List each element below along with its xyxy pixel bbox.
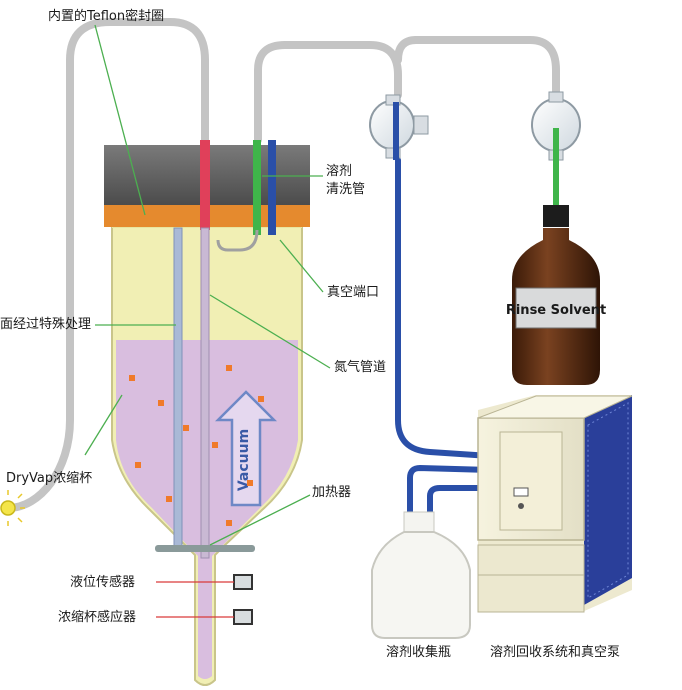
label-cup-sensor: 浓缩杯感应器 [58, 610, 137, 625]
level-sensor-box [233, 574, 253, 590]
label-vacuum-port: 真空端口 [327, 285, 380, 300]
inner-tubes [155, 140, 276, 559]
vacuum-text: Vacuum [236, 429, 252, 491]
label-level-sensor: 液位传感器 [70, 575, 136, 590]
recovery-system-unit [477, 395, 633, 613]
label-rinse-tube-line1: 溶剂 [326, 164, 353, 179]
blue-tubing [395, 157, 493, 523]
gray-tubing [4, 18, 560, 512]
label-collection-bottle: 溶剂收集瓶 [386, 645, 452, 660]
nitrogen-line [200, 227, 210, 559]
particles [129, 365, 264, 526]
label-nitrogen-line: 氮气管道 [334, 360, 387, 375]
vacuum-port-tube [268, 140, 276, 235]
rinse-solvent-bottle: Rinse Solvent [506, 205, 606, 385]
nitrogen-line-top [200, 140, 210, 230]
heater-plate [155, 545, 255, 552]
left-valve [369, 94, 429, 160]
label-recovery-system: 溶剂回收系统和真空泵 [490, 645, 621, 660]
bottle-label: Rinse Solvent [506, 303, 606, 318]
label-heater: 加热器 [312, 485, 352, 500]
collection-bottle [371, 511, 471, 639]
rinse-tube [253, 140, 261, 235]
right-valve [531, 91, 581, 208]
cup-sensor-box [233, 609, 253, 625]
vacuum-arrow: Vacuum [214, 390, 278, 507]
bulb-icon [0, 490, 25, 526]
label-dryvap-cup: DryVap浓缩杯 [6, 471, 93, 486]
sensors [233, 574, 253, 625]
label-surface-treated: 面经过特殊处理 [0, 317, 92, 332]
label-rinse-tube-line2: 清洗管 [326, 182, 366, 197]
surface-treated-tube [173, 227, 183, 549]
label-teflon-seal: 内置的Teflon密封圈 [48, 9, 165, 24]
leader-lines [84, 24, 331, 618]
